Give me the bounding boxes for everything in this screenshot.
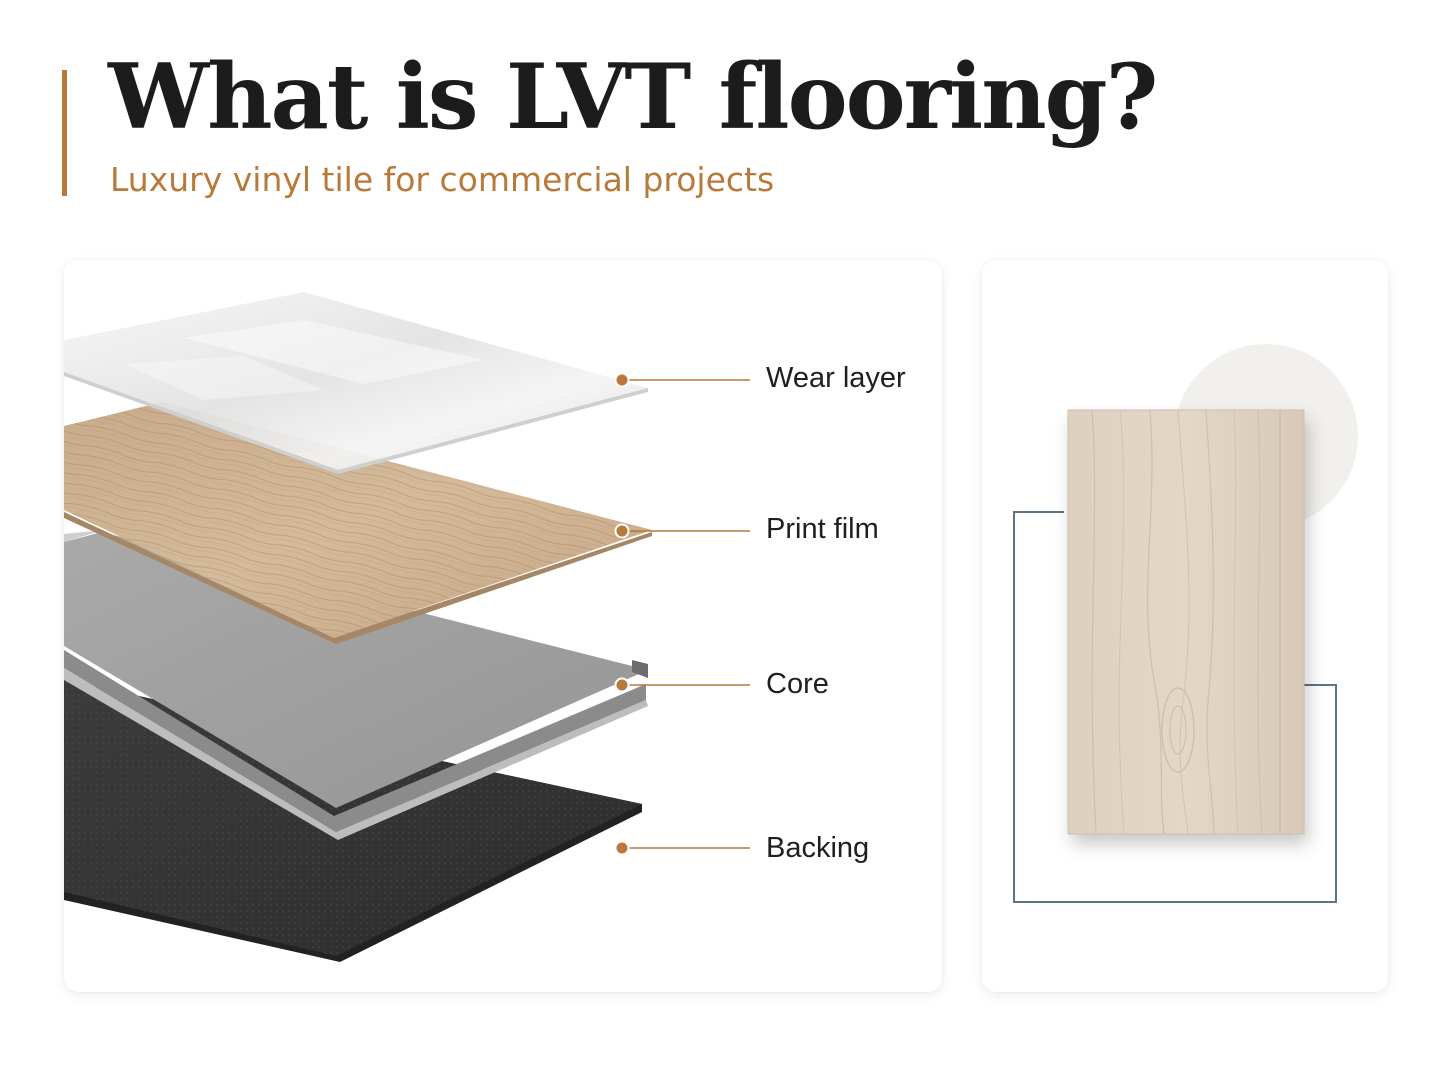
core-layer-shape xyxy=(64,530,648,840)
print-film-layer-shape xyxy=(64,402,652,644)
print-film-callout xyxy=(614,523,750,539)
wear-layer-callout xyxy=(614,372,750,388)
core-label: Core xyxy=(766,668,829,700)
outline-frame xyxy=(1013,511,1337,903)
wood-plank xyxy=(1068,410,1304,834)
page-subtitle: Luxury vinyl tile for commercial project… xyxy=(110,160,775,199)
plank-border xyxy=(1067,409,1305,835)
core-callout xyxy=(614,677,750,693)
plank-sample-card xyxy=(982,260,1388,992)
header-accent-bar xyxy=(62,70,67,196)
layers-diagram-card: Wear layer Print film Core Backing xyxy=(64,260,942,992)
page-title: What is LVT flooring? xyxy=(108,44,1158,150)
layers-diagram xyxy=(64,292,750,962)
plank-grain xyxy=(1091,409,1263,835)
backing-label: Backing xyxy=(766,832,870,864)
plank-sample-illustration xyxy=(1013,344,1358,903)
backing-callout xyxy=(614,840,750,856)
print-film-label: Print film xyxy=(766,513,879,545)
wear-layer-label: Wear layer xyxy=(766,362,906,394)
wear-layer-shape xyxy=(64,292,648,474)
